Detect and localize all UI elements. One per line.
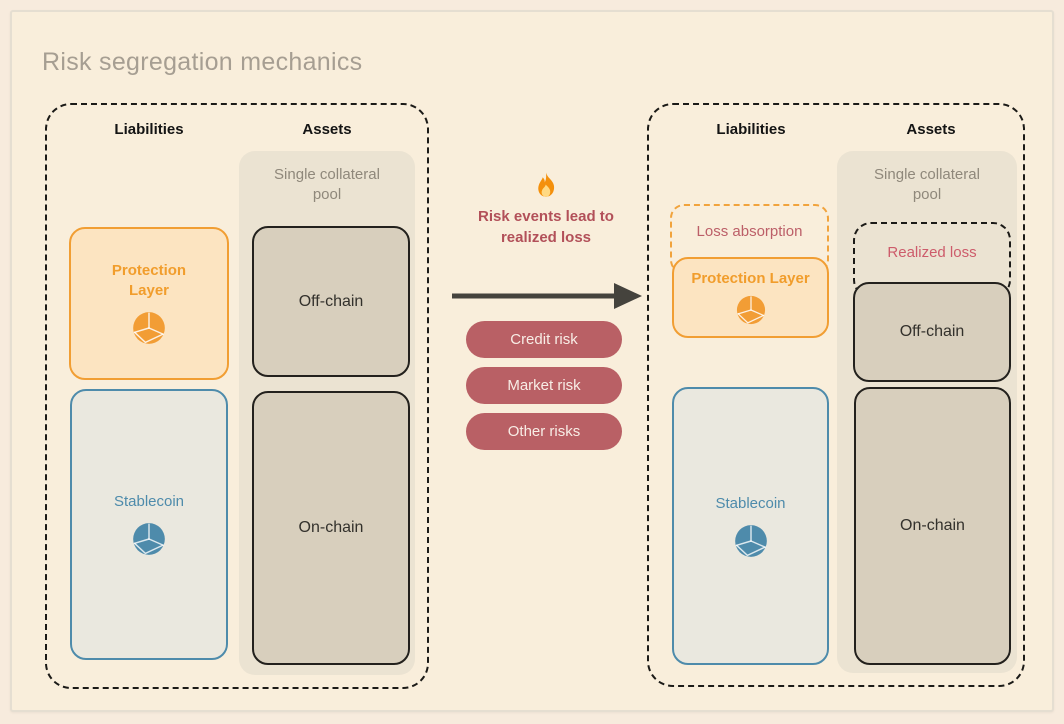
risk-events-heading: Risk events lead to realized loss [478,208,614,246]
risk-pill-credit: Credit risk [466,321,622,358]
collateral-pool-label: Single collateral pool [274,166,380,203]
right-arrow-icon [446,280,646,312]
liabilities-header: Liabilities [114,121,184,138]
loss-absorption-label: Loss absorption [696,223,803,240]
on-chain-box: On-chain [252,391,410,665]
assets-header: Assets [302,121,352,138]
pie-chart-icon [734,524,767,557]
assets-header: Assets [906,121,956,138]
balance-sheet-after-panel: Liabilities Assets Single collateral poo… [647,103,1025,687]
off-chain-label: Off-chain [899,323,965,340]
protection-layer-label: Protection Layer [111,262,187,299]
stablecoin-box: Stablecoin [672,387,829,665]
risk-pill-list: Credit risk Market risk Other risks [466,321,622,450]
protection-layer-label: Protection Layer [691,270,810,287]
protection-layer-box: Protection Layer [672,257,829,338]
on-chain-label: On-chain [900,517,965,534]
diagram-card: Risk segregation mechanics Liabilities A… [10,10,1054,712]
risk-pill-other: Other risks [466,413,622,450]
pie-chart-icon [736,295,765,325]
collateral-pool-label: Single collateral pool [874,166,980,203]
liabilities-header: Liabilities [716,121,786,138]
on-chain-label: On-chain [298,519,364,536]
stablecoin-box: Stablecoin [70,389,228,660]
protection-layer-box: Protection Layer [69,227,229,380]
on-chain-box: On-chain [854,387,1011,665]
page-title: Risk segregation mechanics [42,48,363,76]
pie-chart-icon [133,523,165,555]
pie-chart-icon [133,312,165,344]
risk-events-section: Risk events lead to realized loss Credit… [446,172,646,472]
stablecoin-label: Stablecoin [715,494,786,512]
realized-loss-label: Realized loss [887,244,977,261]
off-chain-label: Off-chain [298,292,364,310]
fire-icon [446,172,646,198]
stablecoin-label: Stablecoin [113,493,185,510]
off-chain-box: Off-chain [252,226,410,377]
risk-pill-market: Market risk [466,367,622,404]
off-chain-box: Off-chain [853,282,1011,382]
balance-sheet-before-panel: Liabilities Assets Single collateral poo… [45,103,429,689]
